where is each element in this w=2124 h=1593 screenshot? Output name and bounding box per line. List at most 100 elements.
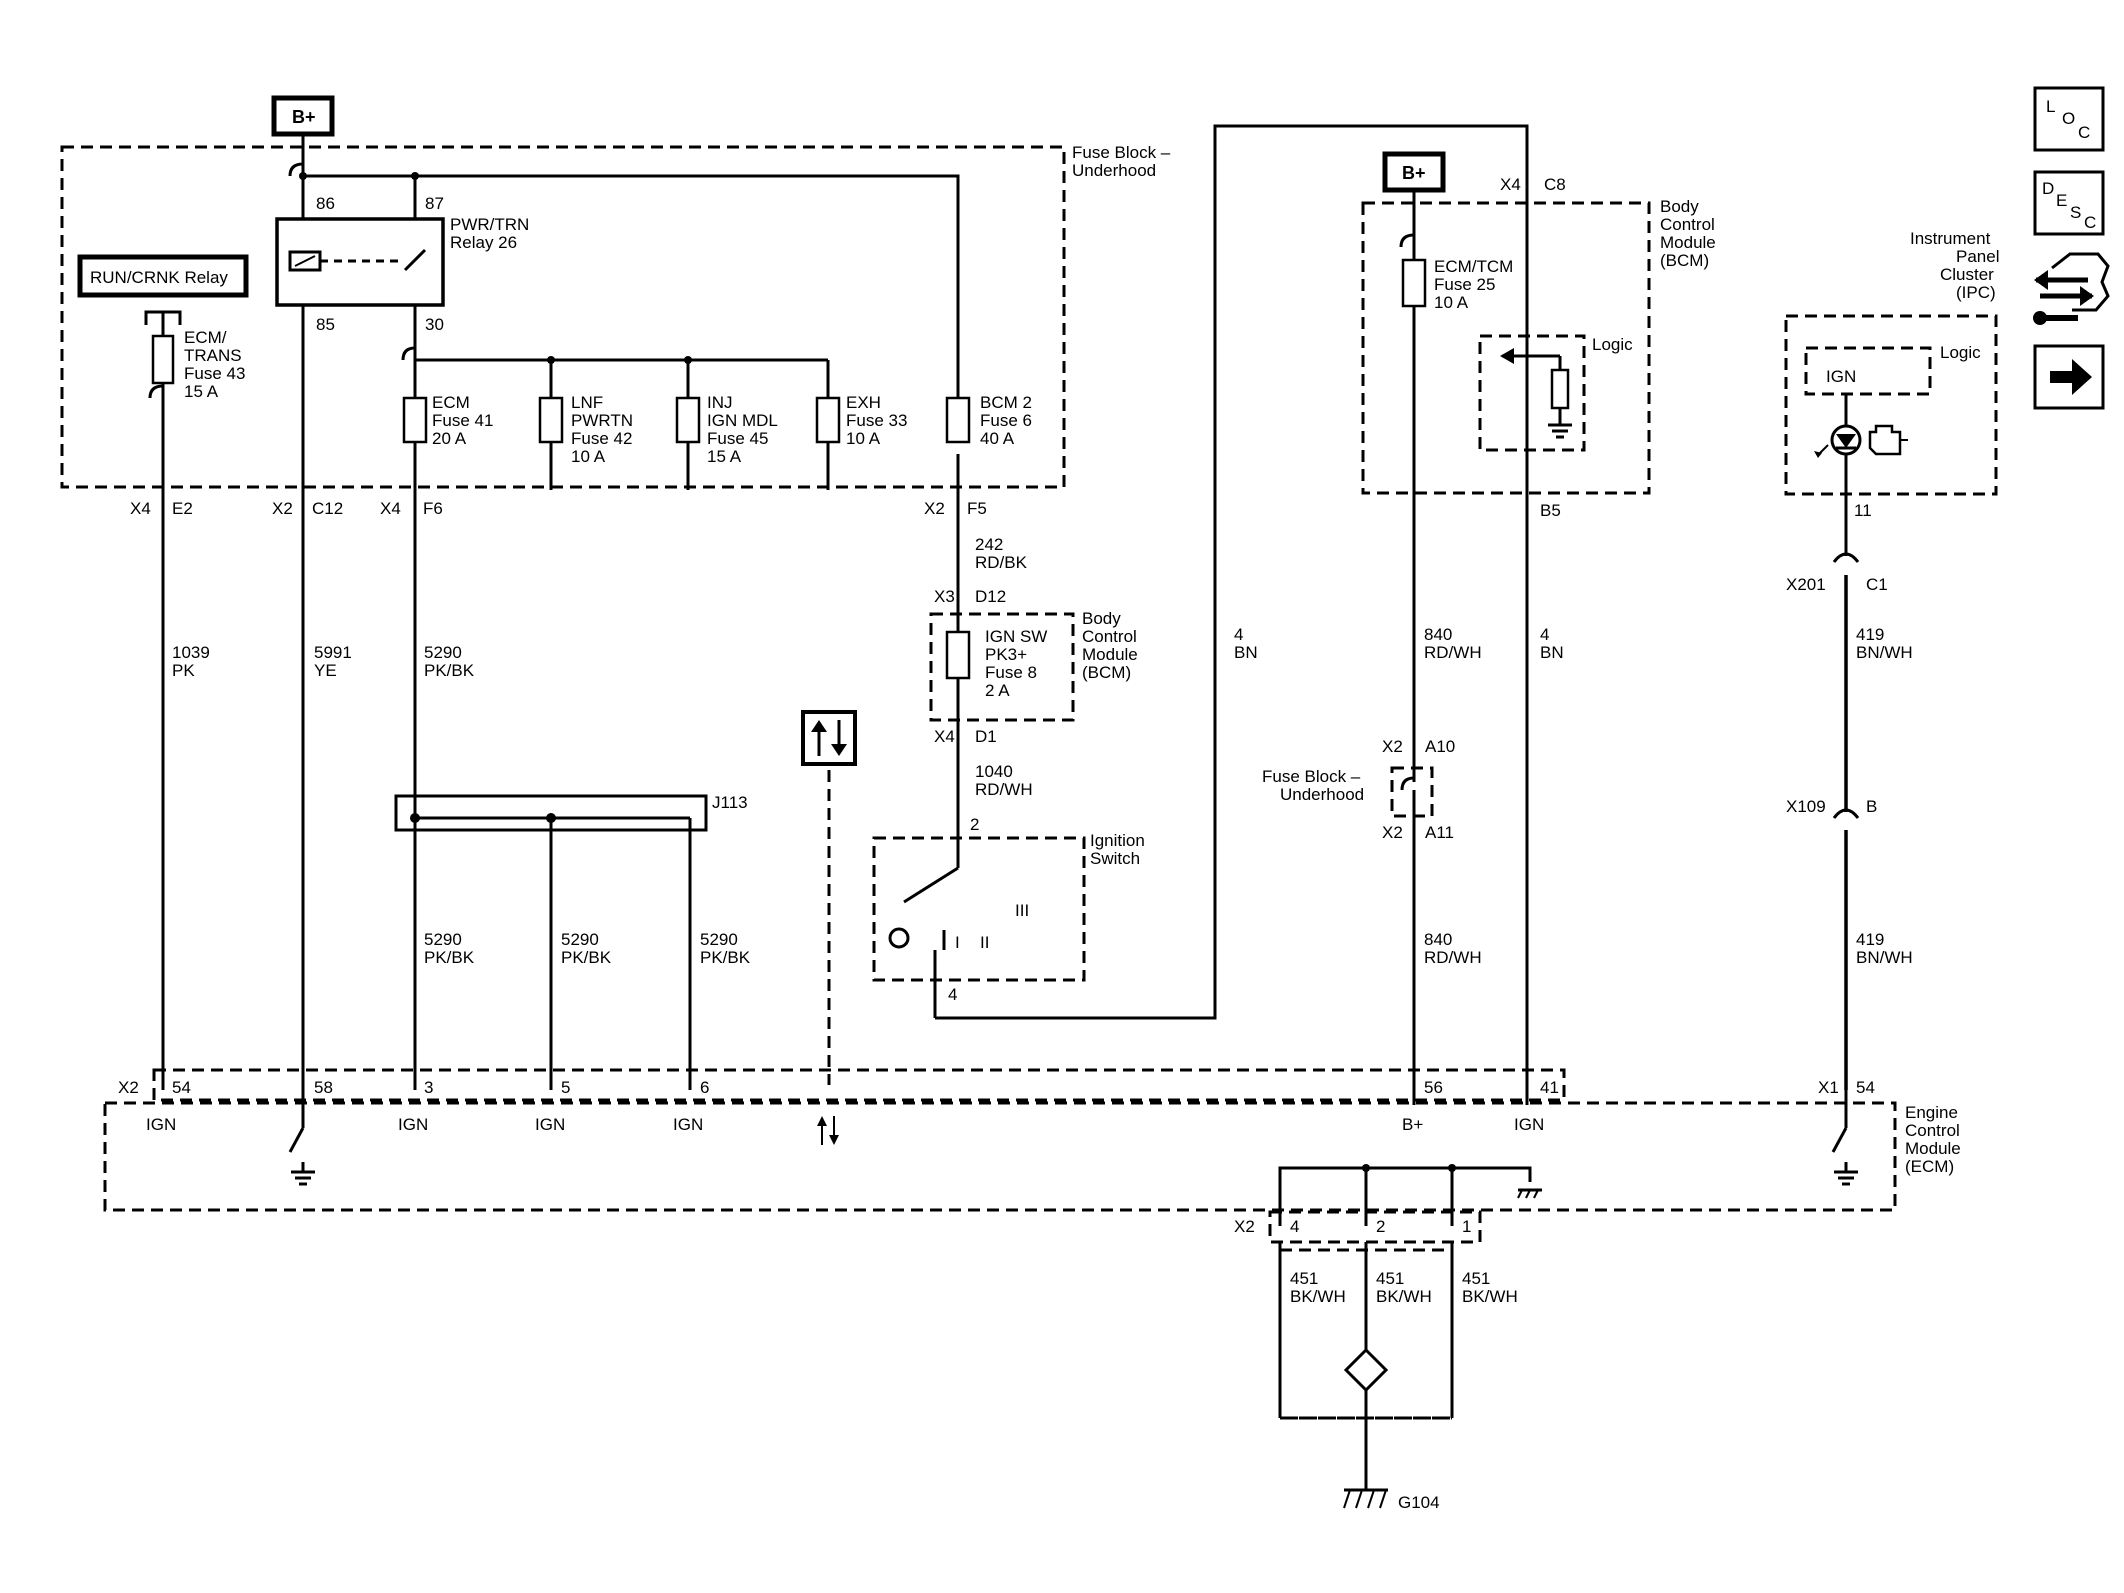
description-view-button[interactable]: D E S C bbox=[2033, 170, 2105, 236]
bcmr-title2: Control bbox=[1660, 215, 1715, 234]
bcmr-title3: Module bbox=[1660, 233, 1716, 252]
ignition-switch: 2 I II III Ignition Switch 4 bbox=[872, 815, 1145, 1018]
ipc-ign: IGN bbox=[1826, 367, 1856, 386]
fuse-block-underhood: Fuse Block – Underhood bbox=[60, 143, 1171, 489]
ecm-g1: 1 bbox=[1462, 1217, 1471, 1236]
conn-f5: F5 bbox=[967, 499, 987, 518]
ground-g104-label: G104 bbox=[1398, 1493, 1440, 1512]
w5290-color: PK/BK bbox=[424, 661, 475, 680]
relay-label-1: PWR/TRN bbox=[450, 215, 529, 234]
w1039-num: 1039 bbox=[172, 643, 210, 662]
ign-title2: Switch bbox=[1090, 849, 1140, 868]
w451b-num: 451 bbox=[1376, 1269, 1404, 1288]
w840a-color: RD/WH bbox=[1424, 643, 1482, 662]
conn-x4-b: X4 bbox=[380, 499, 401, 518]
fuse-6: BCM 2 Fuse 6 40 A bbox=[945, 393, 1032, 448]
fuse-43: ECM/ TRANS Fuse 43 15 A bbox=[148, 325, 245, 1090]
bcm8-title4: (BCM) bbox=[1082, 663, 1131, 682]
bcm8-l4: 2 A bbox=[985, 681, 1010, 700]
bcm8-l2: PK3+ bbox=[985, 645, 1027, 664]
loc-l: L bbox=[2046, 97, 2055, 116]
ecm-x2: X2 bbox=[118, 1078, 139, 1097]
engine-icon bbox=[1868, 424, 1908, 456]
fuse42-l2: PWRTN bbox=[571, 411, 633, 430]
fuse42-l1: LNF bbox=[571, 393, 603, 412]
w451c-num: 451 bbox=[1462, 1269, 1490, 1288]
fuse43-l4: 15 A bbox=[184, 382, 219, 401]
ecm-t1: Engine bbox=[1905, 1103, 1958, 1122]
ign-title1: Ignition bbox=[1090, 831, 1145, 850]
bcmr-fuse-l2: Fuse 25 bbox=[1434, 275, 1495, 294]
w4b-num: 4 bbox=[1540, 625, 1549, 644]
w4b-color: BN bbox=[1540, 643, 1564, 662]
w4a-num: 4 bbox=[1234, 625, 1243, 644]
engine-control-module: Engine Control Module (ECM) X2 54 58 3 5… bbox=[103, 1068, 1961, 1244]
ecm-ign3: IGN bbox=[398, 1115, 428, 1134]
fuse42-l3: Fuse 42 bbox=[571, 429, 632, 448]
location-view-button[interactable]: L O C bbox=[2033, 86, 2105, 152]
w5991-num: 5991 bbox=[314, 643, 352, 662]
ecm-t2: Control bbox=[1905, 1121, 1960, 1140]
w5290-num: 5290 bbox=[424, 643, 462, 662]
bplus-right-label: B+ bbox=[1402, 163, 1426, 183]
w840a-num: 840 bbox=[1424, 625, 1452, 644]
ground-harness-g104: G104 451 BK/WH 451 BK/WH 451 BK/WH bbox=[1278, 1242, 1518, 1512]
fbj-t1: Fuse Block – bbox=[1262, 767, 1361, 786]
bcmr-title1: Body bbox=[1660, 197, 1699, 216]
connector-tool-icon[interactable] bbox=[2033, 252, 2110, 325]
desc-e: E bbox=[2056, 191, 2067, 210]
next-page-arrow-icon[interactable] bbox=[2033, 344, 2105, 410]
fuse43-l1: ECM/ bbox=[184, 328, 227, 347]
bcmr-c8: C8 bbox=[1544, 175, 1566, 194]
w1040-color: RD/WH bbox=[975, 780, 1033, 799]
fuse45-l1: INJ bbox=[707, 393, 733, 412]
conn-f6: F6 bbox=[423, 499, 443, 518]
ecm-g4: 4 bbox=[1290, 1217, 1299, 1236]
ipc-t2: Panel bbox=[1956, 247, 1999, 266]
fuse-block-title-1: Fuse Block – bbox=[1072, 143, 1171, 162]
ecm-p54: 54 bbox=[172, 1078, 191, 1097]
bcm8-d12: D12 bbox=[975, 587, 1006, 606]
ign-pin-4: 4 bbox=[948, 985, 957, 1004]
loc-c: C bbox=[2078, 123, 2090, 142]
fuse45-l4: 15 A bbox=[707, 447, 742, 466]
ipc-t1: Instrument bbox=[1910, 229, 1991, 248]
conn-x4: X4 bbox=[130, 499, 151, 518]
fuse-block-title-2: Underhood bbox=[1072, 161, 1156, 180]
fuse45-l3: Fuse 45 bbox=[707, 429, 768, 448]
bcm-fuse-8: X3 D12 IGN SW PK3+ Fuse 8 2 A Body Contr… bbox=[929, 587, 1138, 746]
bcmr-b5: B5 bbox=[1540, 501, 1561, 520]
bcm8-l1: IGN SW bbox=[985, 627, 1047, 646]
w5290a-num: 5290 bbox=[424, 930, 462, 949]
ipc-logic: Logic bbox=[1940, 343, 1981, 362]
fuse42-l4: 10 A bbox=[571, 447, 606, 466]
ecm-t4: (ECM) bbox=[1905, 1157, 1954, 1176]
w451a-num: 451 bbox=[1290, 1269, 1318, 1288]
ecm-p56: 56 bbox=[1424, 1078, 1443, 1097]
relay-pin-30: 30 bbox=[425, 315, 444, 334]
relay-pin-87: 87 bbox=[425, 194, 444, 213]
conn-c12: C12 bbox=[312, 499, 343, 518]
fuse41-l1: ECM bbox=[432, 393, 470, 412]
desc-d: D bbox=[2042, 179, 2054, 198]
w5290d-num: 5290 bbox=[700, 930, 738, 949]
bcm8-title2: Control bbox=[1082, 627, 1137, 646]
ecm-ign41: IGN bbox=[1514, 1115, 1544, 1134]
w451c-color: BK/WH bbox=[1462, 1287, 1518, 1306]
w840b-color: RD/WH bbox=[1424, 948, 1482, 967]
w242-color: RD/BK bbox=[975, 553, 1028, 572]
bcm8-title1: Body bbox=[1082, 609, 1121, 628]
ipc-ecm-circuit: X201 C1 419 BN/WH X109 B 419 BN/WH bbox=[1786, 530, 1913, 1090]
desc-s: S bbox=[2070, 203, 2081, 222]
fuse33-l1: EXH bbox=[846, 393, 881, 412]
bcm-right: X4 C8 Body Control Module (BCM) ECM/TCM … bbox=[1361, 175, 1716, 520]
w1039-color: PK bbox=[172, 661, 195, 680]
conn-x201: X201 bbox=[1786, 575, 1826, 594]
instrument-panel-cluster: Instrument Panel Cluster (IPC) Logic IGN… bbox=[1784, 229, 1999, 530]
pwr-trn-relay-26: 86 87 85 30 PWR/TRN Relay 26 bbox=[275, 194, 529, 334]
ign-pos-1: I bbox=[955, 933, 960, 952]
w5290b-color: PK/BK bbox=[561, 948, 612, 967]
w840b-num: 840 bbox=[1424, 930, 1452, 949]
ecm-ign6: IGN bbox=[673, 1115, 703, 1134]
